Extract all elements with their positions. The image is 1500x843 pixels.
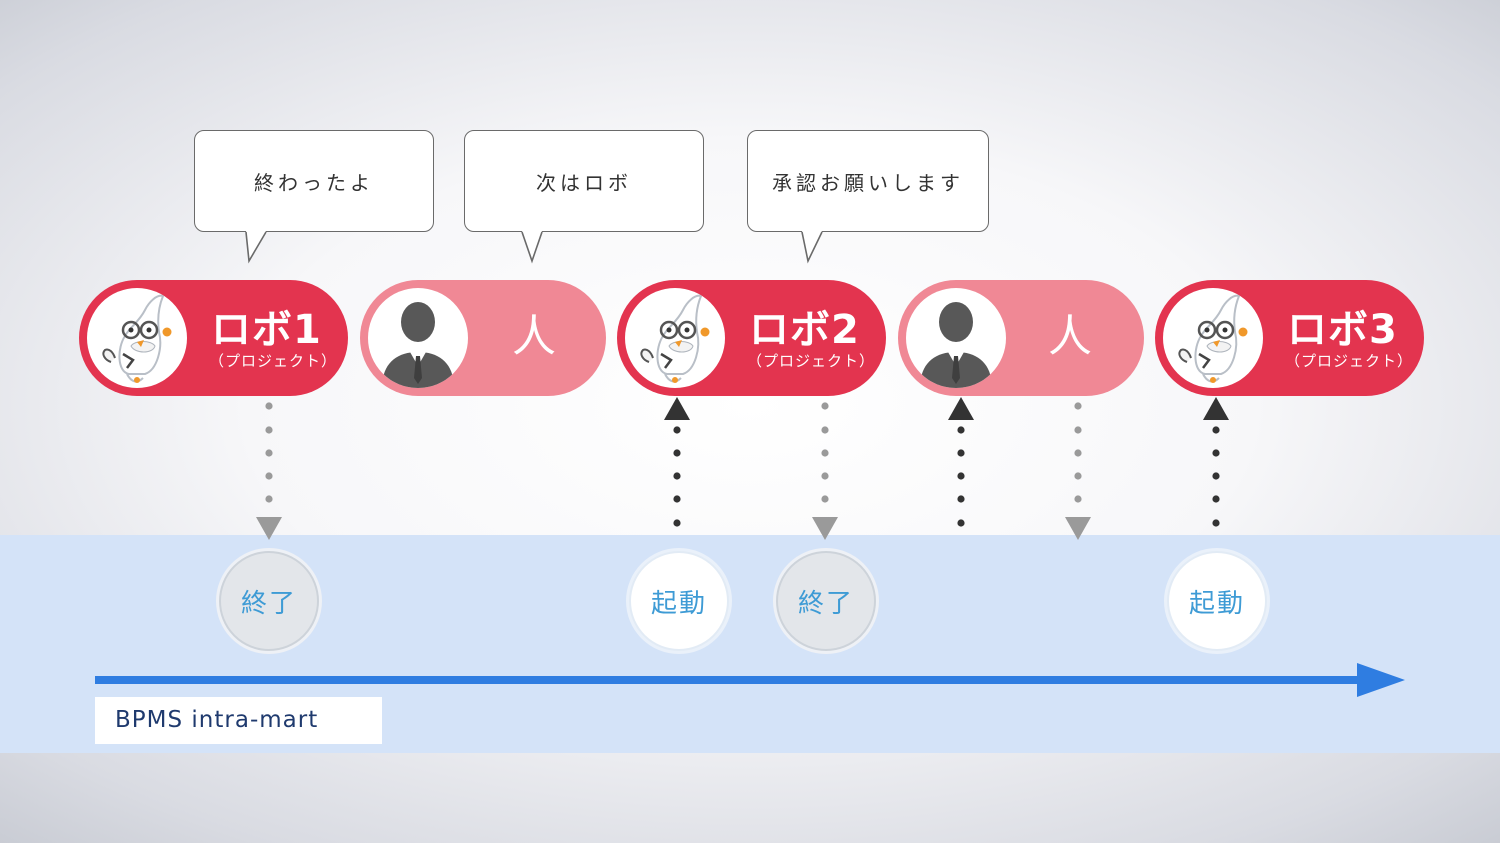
robot-lane-subtitle: （プロジェクト） (1285, 352, 1414, 370)
speech-bubble-1: 終わったよ (194, 130, 434, 232)
event-start-1: 起動 (629, 551, 729, 651)
start-connector-2 (948, 397, 974, 527)
speech-bubble-tail (245, 231, 267, 264)
arrow-down-icon (812, 517, 838, 540)
robot-lane-1: ロボ1 （プロジェクト） (79, 280, 348, 396)
speech-bubble-2: 次はロボ (464, 130, 704, 232)
speech-bubble-3: 承認お願いします (747, 130, 989, 232)
event-end-1: 終了 (219, 551, 319, 651)
robot-lane-title: ロボ1 (211, 307, 322, 353)
person-silhouette-icon (906, 288, 1006, 388)
arrow-up-icon (948, 397, 974, 420)
event-label: 終了 (797, 588, 854, 619)
arrow-up-icon (1203, 397, 1229, 420)
robot-lane-3: ロボ3 （プロジェクト） (1155, 280, 1424, 396)
platform-label: BPMS intra-mart (95, 697, 382, 744)
event-label: 起動 (1188, 588, 1245, 619)
human-lane-title: 人 (512, 311, 556, 362)
start-connector-3 (1203, 397, 1229, 527)
human-lane-2: 人 (898, 280, 1144, 396)
robot-lane-title: ロボ3 (1287, 307, 1398, 353)
arrow-down-icon (1065, 517, 1091, 540)
person-silhouette-icon (368, 288, 468, 388)
robot-mascot-icon (87, 288, 187, 388)
human-lane-1: 人 (360, 280, 606, 396)
robot-lane-2: ロボ2 （プロジェクト） (617, 280, 886, 396)
robot-mascot-icon (1163, 288, 1263, 388)
end-connector-3 (1065, 402, 1091, 540)
speech-bubble-text: 終わったよ (254, 170, 374, 195)
robot-lane-title: ロボ2 (749, 307, 860, 353)
arrow-down-icon (256, 517, 282, 540)
speech-bubble-text: 次はロボ (536, 170, 632, 195)
event-end-2: 終了 (776, 551, 876, 651)
event-label: 終了 (240, 588, 297, 619)
end-connector-2 (812, 402, 838, 540)
end-connector-1 (256, 402, 282, 540)
event-start-2: 起動 (1167, 551, 1267, 651)
event-label: 起動 (650, 588, 707, 619)
robot-lane-subtitle: （プロジェクト） (209, 352, 338, 370)
robot-mascot-icon (625, 288, 725, 388)
arrow-up-icon (664, 397, 690, 420)
human-lane-title: 人 (1048, 311, 1092, 362)
speech-bubble-text: 承認お願いします (772, 170, 964, 195)
start-connector-1 (664, 397, 690, 527)
speech-bubble-tail (521, 231, 543, 264)
robot-lane-subtitle: （プロジェクト） (747, 352, 876, 370)
speech-bubble-tail (801, 231, 823, 264)
arrow-right-icon (1357, 663, 1405, 697)
